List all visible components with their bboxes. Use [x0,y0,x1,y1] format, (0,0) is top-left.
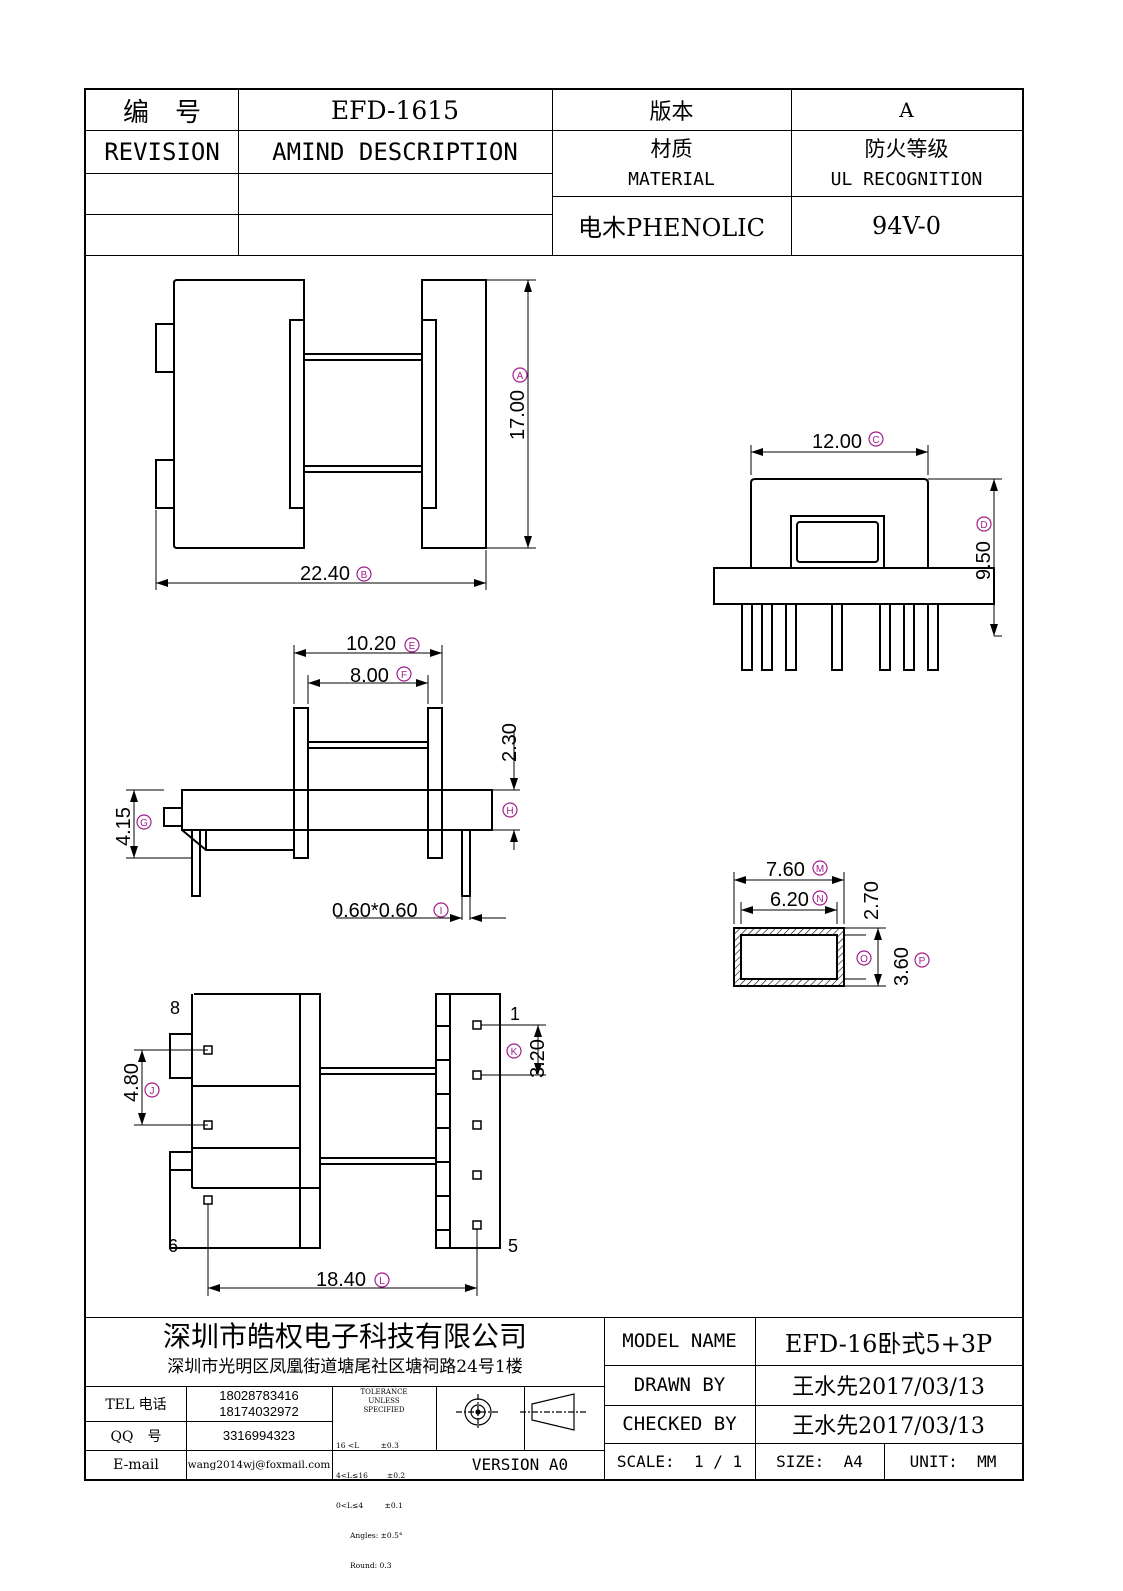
marker-h: H [506,806,513,817]
part-number: EFD-1615 [330,95,460,125]
marker-d: D [980,520,987,531]
dim-a-value: 17.00 [507,390,529,440]
marker-g: G [140,818,148,829]
model-name-value: EFD-16卧式5+3P [784,1329,993,1358]
marker-l: L [379,1276,385,1287]
dim-p-value: 3.60 [891,947,913,986]
version-label: 版本 [649,100,694,125]
technical-drawing: 17.00 22.40 12.00 9.50 10.20 8.00 4.15 2… [113,279,1002,1296]
tel-value-1: 18028783416 [219,1387,299,1403]
arrowheads [130,280,998,1292]
dimension-lines [126,279,1002,1296]
fire-rating-value: 94V-0 [871,211,942,240]
version-value: A [899,98,914,122]
tel-label: TEL 电话 [105,1396,167,1413]
company-name: 深圳市皓权电子科技有限公司 [162,1320,527,1353]
amind-description-label: AMIND DESCRIPTION [272,137,518,166]
front-view [713,478,995,671]
dim-b-value: 22.40 [300,563,350,585]
dimension-markers: A B C D E F G H I J K L M N [136,367,992,1288]
dim-i-value: 0.60*0.60 [332,900,418,922]
pin-numbers: 1 5 6 8 [168,998,520,1256]
qq-value: 3316994323 [222,1428,296,1443]
checked-by-value: 王水先2017/03/13 [792,1414,985,1439]
tolerance-table: 16 <L ±0.3 4<L≤16 ±0.2 0<L≤4 ±0.1 Angles… [336,1441,406,1570]
dimension-texts: 17.00 22.40 12.00 9.50 10.20 8.00 4.15 2… [113,390,995,1291]
drawn-by-value: 王水先2017/03/13 [792,1375,985,1400]
fire-rating-label-en: UL RECOGNITION [830,168,983,190]
fire-rating-label-cn: 防火等级 [864,137,949,161]
checked-by-label: CHECKED BY [622,1413,737,1435]
dim-j-value: 4.80 [121,1063,143,1102]
dim-l-value: 18.40 [316,1269,366,1291]
dim-d-value: 9.50 [973,541,995,580]
marker-k: K [511,1047,518,1058]
qq-label: QQ 号 [110,1428,162,1445]
pin-view [169,993,501,1249]
side-view [163,707,493,897]
pin-6-label: 6 [168,1236,178,1256]
pin-markers [203,1020,482,1230]
tolerance-title: TOLERANCE UNLESS SPECIFIED [360,1388,408,1414]
model-name-label: MODEL NAME [622,1330,737,1352]
tel-value-2: 18174032972 [219,1403,299,1419]
company-address: 深圳市光明区凤凰街道塘尾社区塘祠路24号1楼 [167,1356,523,1377]
pin-8-label: 8 [170,998,180,1018]
marker-b: B [361,570,368,581]
marker-e: E [409,641,416,652]
dim-n-value: 6.20 [770,889,809,911]
dim-o-value: 2.70 [861,881,883,920]
marker-m: M [816,864,824,875]
pin-5-label: 5 [508,1236,518,1256]
drawing-sheet: 编 号 EFD-1615 版本 A REVISION AMIND DESCRIP… [84,88,1024,1570]
marker-i: I [440,906,443,917]
marker-j: J [150,1086,155,1097]
core-section [733,927,845,987]
drawn-by-label: DRAWN BY [633,1374,726,1396]
scale-text: SCALE: 1 / 1 [616,1451,743,1471]
dim-e-value: 10.20 [346,633,396,655]
projection-symbol [456,1393,586,1431]
marker-c: C [872,435,879,446]
pin-1-label: 1 [510,1004,520,1024]
email-value: wang2014wj@foxmail.com [187,1458,331,1471]
revision-label: REVISION [104,137,220,166]
size-text: SIZE: A4 [776,1451,863,1471]
marker-o: O [860,954,868,965]
marker-p: P [919,956,926,967]
dim-c-value: 12.00 [812,431,862,453]
email-label: E-mail [113,1456,159,1473]
dim-k-value: 3.20 [527,1039,549,1078]
version-a0: VERSION A0 [471,1455,569,1474]
top-view [155,279,487,549]
marker-n: N [816,894,823,905]
unit-text: UNIT: MM [909,1451,997,1471]
marker-f: F [401,670,407,681]
dim-h-value: 2.30 [499,723,521,762]
material-label-en: MATERIAL [628,168,715,190]
dim-f-value: 8.00 [350,665,389,687]
material-label-cn: 材质 [650,137,693,161]
material-value: 电木PHENOLIC [577,214,766,242]
number-label: 编 号 [122,97,201,128]
dim-m-value: 7.60 [766,859,805,881]
marker-a: A [517,371,524,382]
dim-g-value: 4.15 [113,807,135,846]
